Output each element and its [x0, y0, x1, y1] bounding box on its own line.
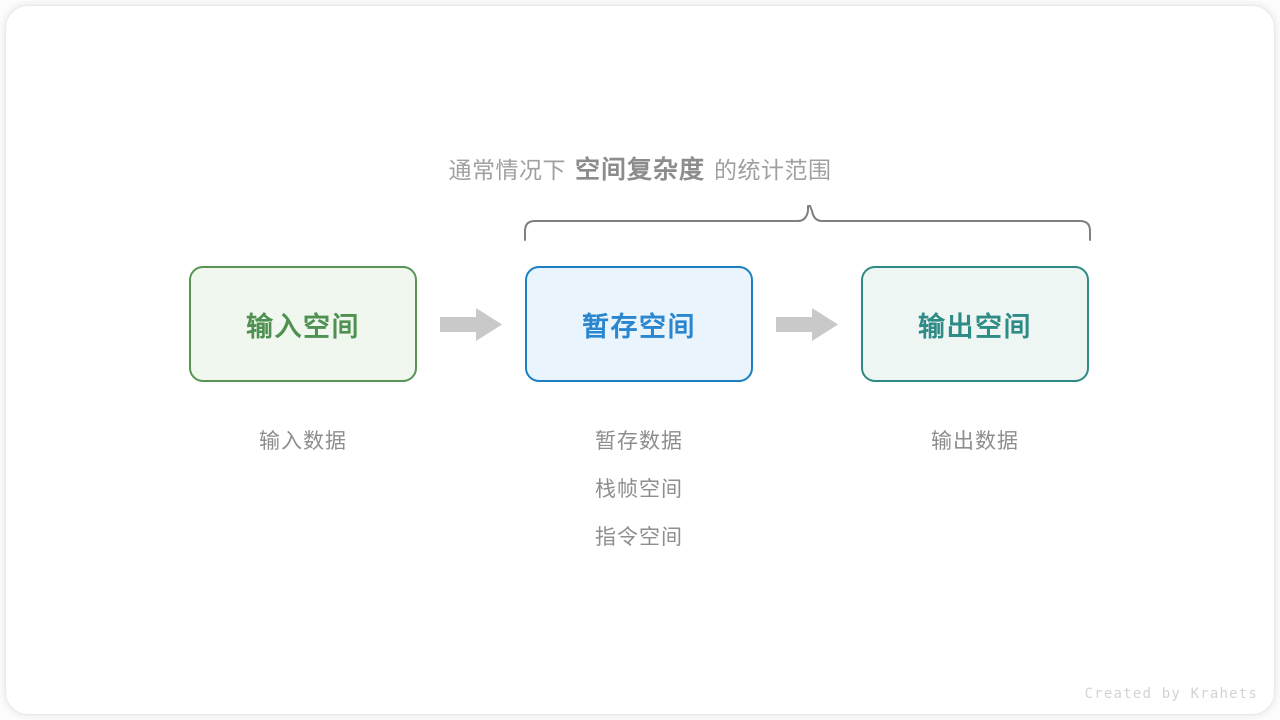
caption-column-temp: 暂存数据 栈帧空间 指令空间: [525, 418, 753, 562]
space-box-input-label: 输入空间: [246, 311, 360, 342]
caption-line: 指令空间: [595, 526, 683, 549]
space-flow-row: 输入空间 暂存空间 输出空间: [0, 266, 1280, 382]
space-box-input[interactable]: 输入空间: [189, 266, 417, 382]
block-arrow-right-icon: [440, 308, 502, 341]
caption-line: 暂存数据: [595, 430, 683, 453]
heading-emphasis: 空间复杂度: [574, 156, 705, 184]
arrow-input-to-temp: [440, 308, 502, 341]
heading-prefix: 通常情况下: [448, 157, 566, 183]
caption-line: 栈帧空间: [595, 478, 683, 501]
space-box-output-label: 输出空间: [918, 311, 1032, 342]
space-box-temp[interactable]: 暂存空间: [525, 266, 753, 382]
caption-line: 输入数据: [259, 430, 347, 453]
heading-suffix: 的统计范围: [714, 157, 832, 183]
space-box-output[interactable]: 输出空间: [861, 266, 1089, 382]
diagram-heading: 通常情况下空间复杂度的统计范围: [0, 150, 1280, 186]
caption-column-input: 输入数据: [189, 418, 417, 466]
caption-row: 输入数据 暂存数据 栈帧空间 指令空间 输出数据: [0, 418, 1280, 578]
caption-line: 输出数据: [931, 430, 1019, 453]
caption-column-output: 输出数据: [861, 418, 1089, 466]
credit-label: Created by Krahets: [1084, 686, 1258, 702]
scope-brace: [515, 198, 1100, 248]
arrow-temp-to-output: [776, 308, 838, 341]
space-box-temp-label: 暂存空间: [582, 311, 696, 342]
brace-icon: [524, 205, 1091, 241]
block-arrow-right-icon: [776, 308, 838, 341]
